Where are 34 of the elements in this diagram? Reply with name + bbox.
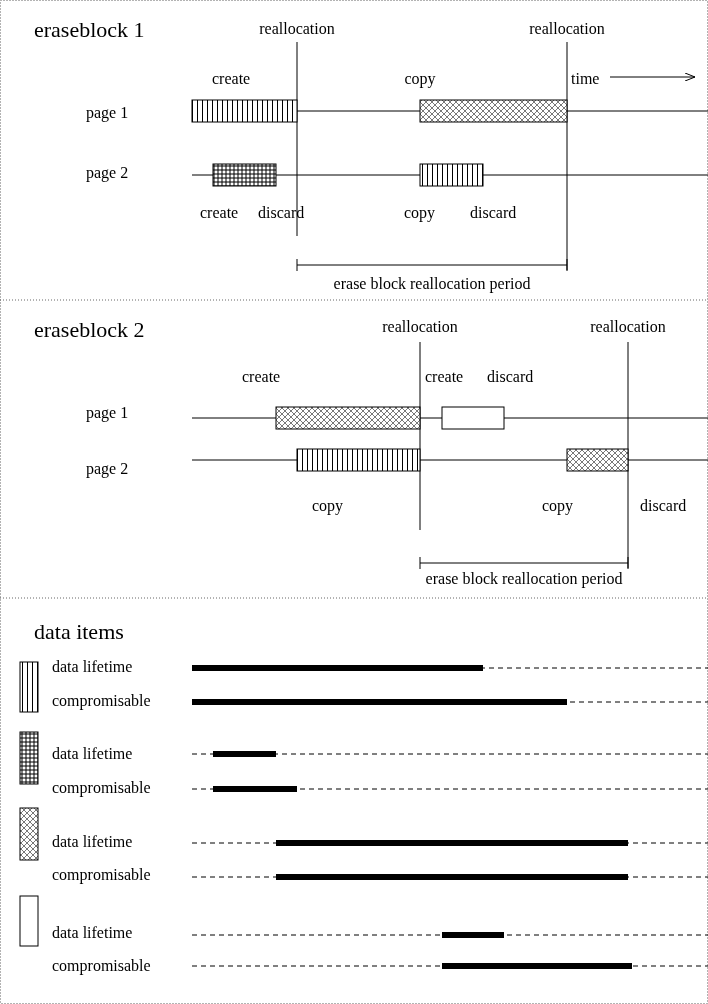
event-label: create — [212, 70, 251, 88]
event-label: discard — [470, 204, 517, 222]
row-label: page 1 — [86, 104, 129, 122]
event-label: discard — [487, 368, 534, 386]
event-label: reallocation — [529, 20, 605, 38]
event-label: discard — [258, 204, 305, 222]
event-label: create — [425, 368, 464, 386]
row-label: data lifetime — [52, 924, 133, 942]
section-heading: eraseblock 2 — [34, 318, 145, 342]
row-label: data lifetime — [52, 658, 133, 676]
event-label: reallocation — [590, 318, 666, 336]
event-label: copy — [404, 204, 436, 222]
event-label: copy — [312, 497, 344, 515]
row-label: page 2 — [86, 164, 129, 182]
axis-label: time — [571, 70, 600, 88]
section-heading: eraseblock 1 — [34, 18, 145, 42]
dimension-label: erase block reallocation period — [333, 275, 531, 293]
row-label: page 1 — [86, 404, 129, 422]
row-label: data lifetime — [52, 833, 133, 851]
section-heading: data items — [34, 620, 124, 644]
event-label: reallocation — [259, 20, 335, 38]
row-label: compromisable — [52, 866, 151, 884]
row-label: compromisable — [52, 957, 151, 975]
event-label: create — [200, 204, 239, 222]
event-label: discard — [640, 497, 687, 515]
row-label: compromisable — [52, 779, 151, 797]
event-label: copy — [542, 497, 574, 515]
row-label: compromisable — [52, 692, 151, 710]
event-label: copy — [404, 70, 436, 88]
row-label: data lifetime — [52, 745, 133, 763]
dimension-label: erase block reallocation period — [425, 570, 623, 588]
event-label: reallocation — [382, 318, 458, 336]
row-label: page 2 — [86, 460, 129, 478]
event-label: create — [242, 368, 281, 386]
